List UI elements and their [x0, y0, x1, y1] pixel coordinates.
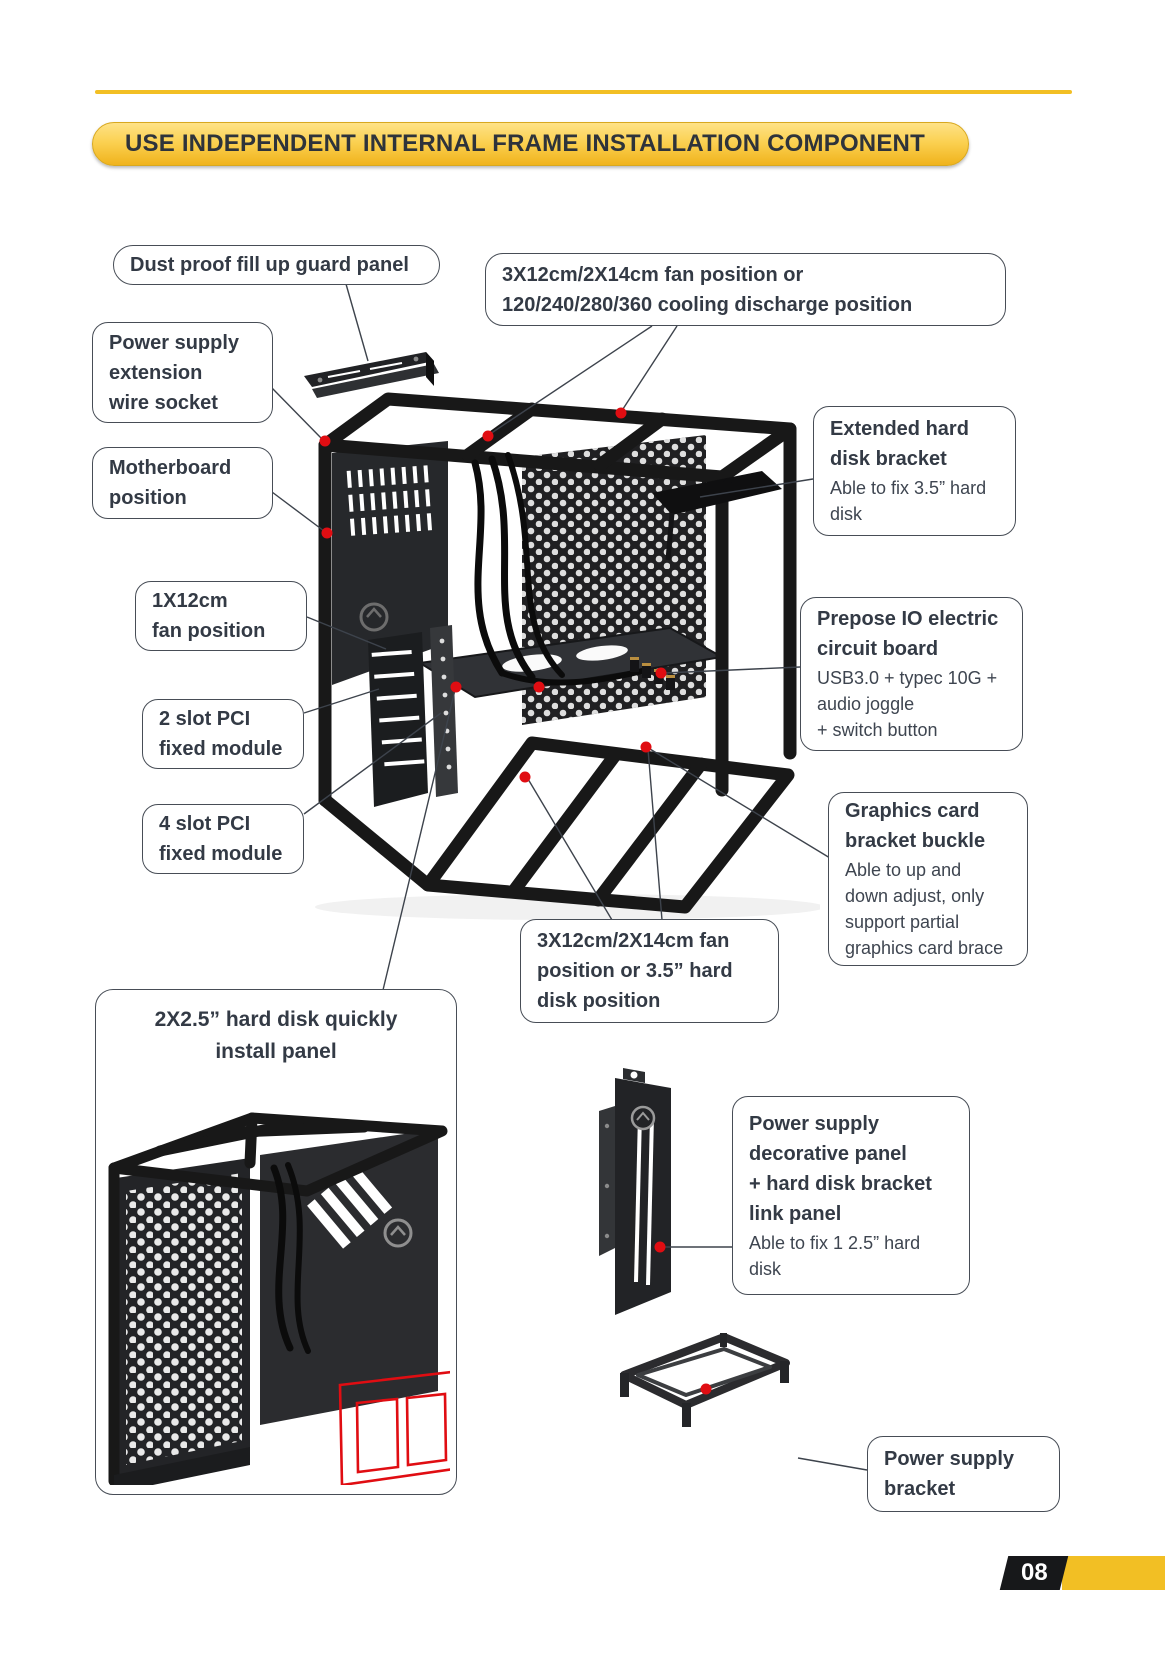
callout-motherboard-position: Motherboard position [92, 447, 273, 519]
callout-title: Extended hard disk bracket [830, 418, 969, 471]
callout-title: 3X12cm/2X14cm fan position or 120/240/28… [502, 263, 913, 316]
callout-title: Prepose IO electric circuit board [817, 608, 999, 661]
highlight-outline [338, 1370, 450, 1485]
callout-2x25-hdd-panel: 2X2.5” hard disk quickly install panel [95, 989, 457, 1495]
callout-description: Able to fix 3.5” hard disk [830, 478, 987, 524]
top-divider-rule [95, 90, 1072, 94]
psu-decorative-panel-illustration [599, 1068, 671, 1315]
callout-title: Motherboard position [109, 457, 232, 509]
brand-logo-icon [630, 1105, 656, 1131]
page-number: 08 [1020, 1559, 1048, 1586]
callout-bottom-fan-position: 3X12cm/2X14cm fan position or 3.5” hard … [520, 919, 779, 1023]
callout-title: 2X2.5” hard disk quickly install panel [154, 1008, 398, 1063]
callout-graphics-card-buckle: Graphics card bracket buckle Able to up … [828, 792, 1028, 966]
callout-title: 4 slot PCI fixed module [159, 813, 283, 865]
section-banner-title: USE INDEPENDENT INTERNAL FRAME INSTALLAT… [125, 130, 925, 157]
callout-description: Able to up and down adjust, only support… [845, 860, 1004, 958]
dust-panel-illustration [304, 352, 439, 398]
callout-title: Power supply bracket [884, 1448, 1015, 1500]
small-chassis-illustration [108, 1112, 450, 1485]
callout-title: Dust proof fill up guard panel [130, 254, 409, 276]
callout-top-fan-position: 3X12cm/2X14cm fan position or 120/240/28… [485, 253, 1006, 326]
footer-accent-bar [1062, 1556, 1165, 1590]
callout-psu-decorative-panel: Power supply decorative panel + hard dis… [732, 1096, 970, 1295]
callout-psu-extension-socket: Power supply extension wire socket [92, 322, 273, 423]
callout-title: Power supply decorative panel + hard dis… [749, 1112, 932, 1225]
brand-logo-icon [383, 1218, 413, 1248]
callout-psu-bracket: Power supply bracket [867, 1436, 1060, 1512]
main-chassis-illustration [315, 392, 820, 920]
callout-2-slot-pci-module: 2 slot PCI fixed module [142, 699, 304, 769]
callout-title: 1X12cm fan position [152, 590, 266, 642]
section-banner: USE INDEPENDENT INTERNAL FRAME INSTALLAT… [92, 122, 969, 166]
callout-prepose-io-board: Prepose IO electric circuit board USB3.0… [800, 597, 1023, 751]
callout-title: Power supply extension wire socket [109, 331, 240, 414]
small-chassis-illustration-wrap [102, 1073, 450, 1488]
callout-extended-hdd-bracket: Extended hard disk bracket Able to fix 3… [813, 406, 1016, 536]
psu-bracket-illustration [620, 1333, 790, 1427]
callout-title: 2 slot PCI fixed module [159, 708, 283, 760]
callout-4-slot-pci-module: 4 slot PCI fixed module [142, 804, 304, 874]
page-number-badge: 08 [999, 1556, 1069, 1590]
callout-description: Able to fix 1 2.5” hard disk [749, 1232, 921, 1279]
callout-dust-proof-panel: Dust proof fill up guard panel [113, 245, 440, 285]
callout-1x12-fan-position: 1X12cm fan position [135, 581, 307, 651]
callout-title: Graphics card bracket buckle [845, 800, 986, 853]
callout-description: USB3.0 + typec 10G + audio joggle + swit… [817, 668, 998, 740]
callout-title: 3X12cm/2X14cm fan position or 3.5” hard … [537, 930, 733, 1012]
